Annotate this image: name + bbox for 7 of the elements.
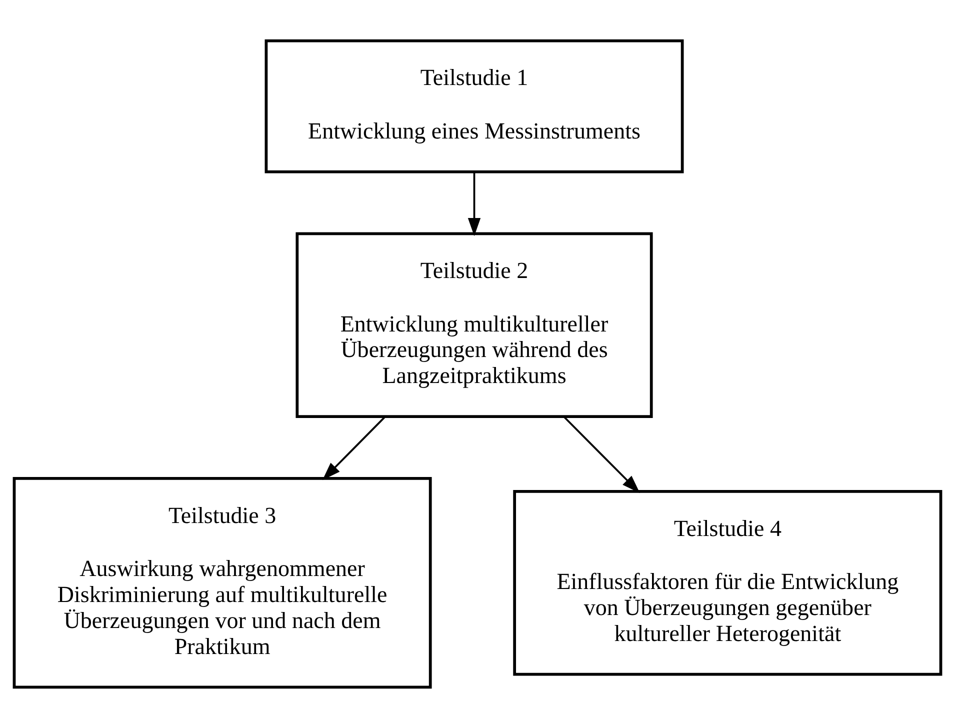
node-box: Teilstudie 2 Entwicklung multikultureller Überzeugungen während des Langzeitpraktikums	[296, 232, 653, 418]
arrow	[322, 416, 386, 480]
node-box: Teilstudie 4 Einflussfaktoren für die Entwicklung von Überzeugungen gegenüber kultureller Heterogenität	[513, 489, 942, 676]
arrow	[468, 171, 481, 236]
arrow	[564, 416, 640, 493]
node-box: Teilstudie 3 Auswirkung wahrgenommener Diskriminierung auf multikulturelle Überzeugungen vor und nach dem Praktikum	[12, 476, 432, 688]
node-box: Teilstudie 1 Entwicklung eines Messinstruments	[264, 38, 684, 173]
